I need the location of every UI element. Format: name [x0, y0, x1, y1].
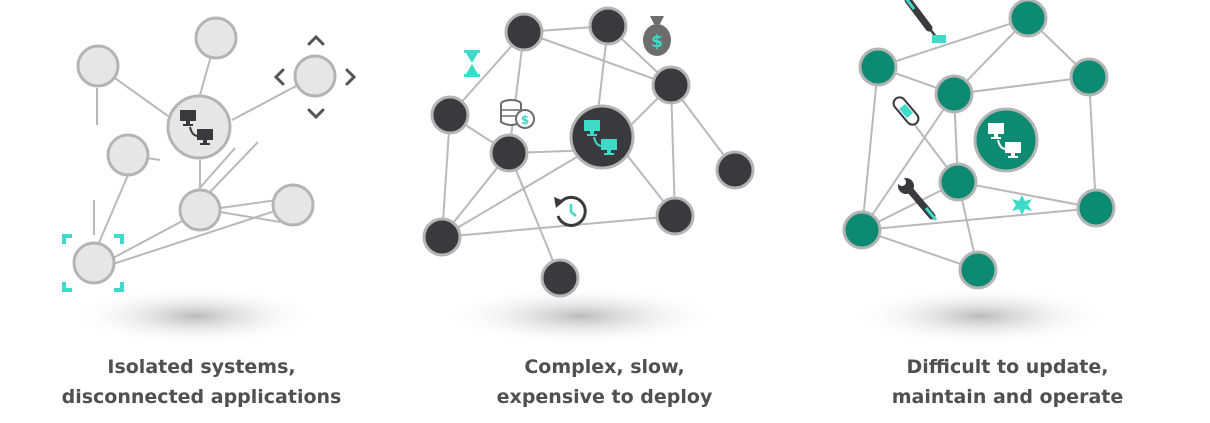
node — [293, 54, 337, 98]
node — [655, 196, 695, 236]
svg-text:$: $ — [651, 32, 663, 52]
node — [1069, 57, 1109, 97]
caption-line-2: disconnected applications — [61, 386, 342, 408]
node — [422, 217, 462, 257]
caption-difficult: Difficult to update, maintain and operat… — [806, 352, 1209, 412]
complex-network-diagram: $ $ — [422, 6, 755, 346]
nodes — [72, 16, 337, 285]
caption-line-1: Difficult to update, — [906, 356, 1109, 378]
hub-node — [973, 107, 1039, 173]
hub-node — [166, 94, 232, 160]
node — [504, 12, 544, 52]
panel-isolated-systems: Isolated systems, disconnected applicati… — [0, 0, 403, 423]
edges — [861, 17, 1097, 271]
panel-complex-slow: $ $ Complex, slow, expensive to deploy — [403, 0, 806, 423]
node — [588, 6, 628, 46]
node — [958, 250, 998, 290]
clock-restart-icon — [554, 195, 587, 227]
money-bag-icon: $ — [643, 16, 671, 56]
node — [76, 44, 120, 88]
caption-line-2: maintain and operate — [891, 386, 1124, 408]
hourglass-icon — [464, 50, 480, 77]
node — [651, 65, 691, 105]
ground-shadow — [441, 286, 721, 346]
node — [858, 47, 898, 87]
svg-text:$: $ — [521, 113, 529, 127]
node — [106, 133, 150, 177]
monitor-network-icon — [180, 110, 213, 145]
ground-shadow — [70, 286, 320, 346]
spark-icon — [1012, 195, 1032, 215]
edges — [93, 37, 316, 265]
isolated-network-diagram — [62, 16, 357, 346]
caption-line-1: Complex, slow, — [524, 356, 685, 378]
node — [271, 183, 315, 227]
wrench-icon — [898, 178, 938, 221]
monitor-network-icon — [584, 120, 617, 155]
caption-isolated: Isolated systems, disconnected applicati… — [0, 352, 403, 412]
coins-icon: $ — [500, 99, 535, 129]
pan-arrows-icon — [273, 34, 357, 120]
bandage-icon — [892, 96, 920, 126]
focus-brackets-icon — [62, 234, 124, 292]
nodes — [422, 6, 755, 298]
node — [715, 150, 755, 190]
node — [938, 162, 978, 202]
node — [194, 16, 238, 60]
ground-shadow — [851, 286, 1111, 346]
caption-complex: Complex, slow, expensive to deploy — [403, 352, 806, 412]
node — [430, 95, 470, 135]
panel-difficult-to-update: Difficult to update, maintain and operat… — [806, 0, 1209, 423]
node — [1076, 188, 1116, 228]
node — [842, 210, 882, 250]
caption-line-2: expensive to deploy — [496, 386, 713, 408]
node — [934, 74, 974, 114]
monitor-network-icon — [988, 123, 1021, 158]
node — [489, 133, 529, 173]
caption-line-1: Isolated systems, — [107, 356, 296, 378]
node — [72, 241, 116, 285]
hub-node — [569, 104, 635, 170]
screwdriver-icon — [904, 0, 946, 43]
nodes — [842, 0, 1116, 290]
maintenance-network-diagram — [842, 0, 1116, 346]
node — [1008, 0, 1048, 38]
node — [178, 188, 222, 232]
node — [540, 258, 580, 298]
